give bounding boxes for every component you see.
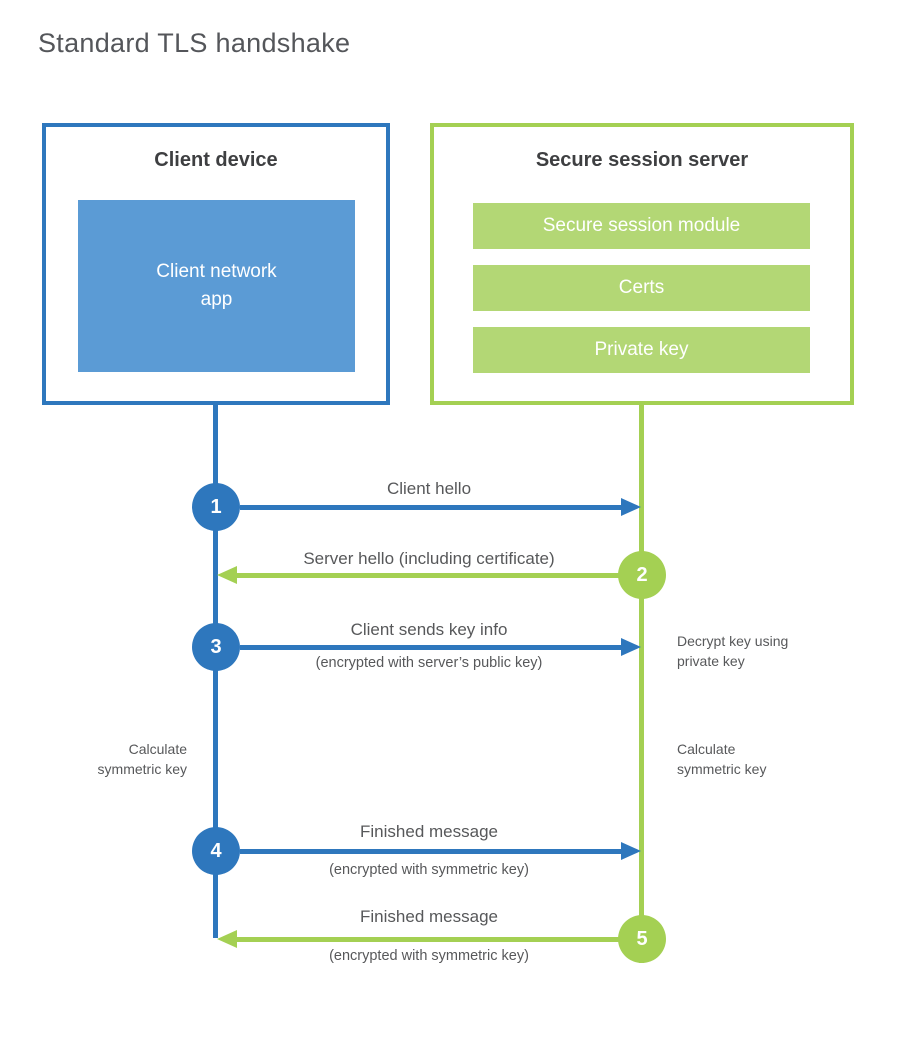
client-lifeline [213,405,218,938]
arrow-shaft [240,644,625,650]
server-lifeline [639,405,644,963]
secure-session-server-title: Secure session server [535,149,749,171]
message-label-finished-client: Finished message [360,822,498,841]
step-circle-2: 2 [618,551,666,599]
arrow-shaft [233,572,620,578]
message-label-client-hello: Client hello [386,479,472,498]
step-circle-1: 1 [192,483,240,531]
arrow-shaft [240,848,625,854]
arrowhead-right-icon [621,842,641,860]
note-calculate-symmetric-key-client: Calculate symmetric key [97,741,187,778]
arrow-shaft [233,936,620,942]
message-arrow-5 [217,930,620,948]
server-module-private-key: Private key [473,327,810,373]
message-label-server-hello: Server hello (including certificate) [303,549,555,568]
note-decrypt-key: Decrypt key using private key [677,633,789,670]
message-label-client-key-info: Client sends key info [350,620,508,639]
arrowhead-left-icon [217,930,237,948]
client-network-app-module: Client network app [78,200,355,372]
message-arrow-1 [240,498,641,516]
arrowhead-right-icon [621,498,641,516]
message-sublabel-encrypted-symmetric-key-4: (encrypted with symmetric key) [329,862,529,878]
message-label-finished-server: Finished message [360,907,498,926]
arrowhead-left-icon [217,566,237,584]
message-arrow-2 [217,566,620,584]
step-circle-3: 3 [192,623,240,671]
step-circle-4: 4 [192,827,240,875]
server-module-secure-session: Secure session module [473,203,810,249]
step-circle-5: 5 [618,915,666,963]
message-sublabel-encrypted-symmetric-key-5: (encrypted with symmetric key) [329,948,529,964]
message-arrow-4 [240,842,641,860]
message-arrow-3 [240,638,641,656]
message-sublabel-encrypted-public-key: (encrypted with server’s public key) [315,655,543,671]
client-device-title: Client device [154,149,278,171]
note-calculate-symmetric-key-server: Calculate symmetric key [677,741,767,778]
page-title: Standard TLS handshake [38,28,351,58]
arrow-shaft [240,504,625,510]
server-module-certs: Certs [473,265,810,311]
arrowhead-right-icon [621,638,641,656]
